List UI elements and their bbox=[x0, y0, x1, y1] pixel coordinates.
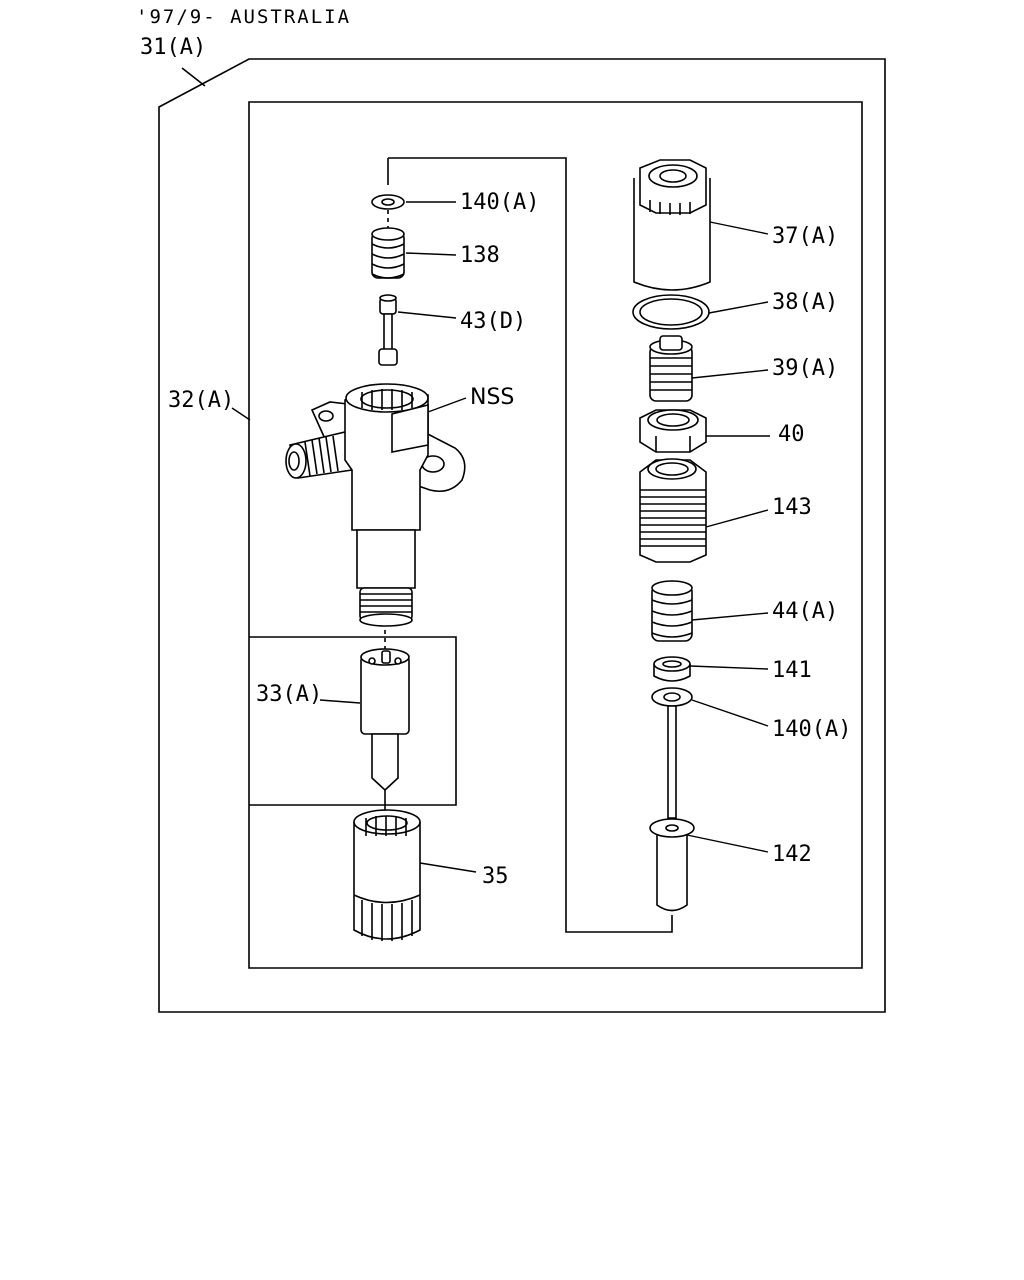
label-spring-seat-body: 143 bbox=[772, 495, 812, 520]
label-retaining-nut: 35 bbox=[482, 864, 509, 889]
label-spring-right: 44(A) bbox=[772, 599, 839, 624]
spring-right-icon bbox=[652, 581, 692, 641]
label-holder: 32(A) bbox=[168, 388, 235, 413]
label-push-rod: 43(D) bbox=[460, 309, 527, 334]
seat-icon bbox=[654, 657, 690, 681]
label-spindle: 142 bbox=[772, 842, 812, 867]
spindle-icon bbox=[650, 706, 694, 911]
header-text: '97/9- AUSTRALIA bbox=[136, 6, 352, 28]
assembly-leader bbox=[182, 68, 205, 86]
label-cap-nut: 37(A) bbox=[772, 224, 839, 249]
injector-holder-icon bbox=[286, 384, 465, 626]
push-rod-icon bbox=[379, 295, 397, 365]
label-washer-left: 140(A) bbox=[460, 190, 540, 215]
column-link-line bbox=[388, 158, 672, 932]
label-assembly: 31(A) bbox=[140, 35, 207, 60]
label-gasket: 38(A) bbox=[772, 290, 839, 315]
label-nozzle: 33(A) bbox=[256, 682, 323, 707]
gasket-icon bbox=[633, 295, 709, 329]
label-spring-left: 138 bbox=[460, 243, 500, 268]
leader-lines bbox=[232, 202, 770, 872]
label-nss: NSS bbox=[470, 385, 515, 410]
washer-left-icon bbox=[372, 195, 404, 209]
nozzle-icon bbox=[361, 649, 409, 790]
label-adjusting-screw: 39(A) bbox=[772, 356, 839, 381]
label-seat: 141 bbox=[772, 658, 812, 683]
adjusting-screw-icon bbox=[650, 336, 692, 401]
left-column-parts bbox=[286, 195, 465, 941]
label-washer-right: 140(A) bbox=[772, 717, 852, 742]
spring-seat-body-icon bbox=[640, 459, 706, 562]
washer-right-icon bbox=[652, 688, 692, 706]
inner-frame bbox=[249, 102, 862, 968]
right-column-parts bbox=[633, 160, 710, 911]
retaining-nut-icon bbox=[354, 810, 420, 941]
lock-nut-icon bbox=[640, 410, 706, 452]
spring-left-icon bbox=[372, 228, 404, 278]
assembly-frame bbox=[159, 59, 885, 1012]
holder-group-bracket bbox=[249, 637, 456, 805]
cap-nut-icon bbox=[634, 160, 710, 290]
label-lock-nut: 40 bbox=[778, 422, 805, 447]
